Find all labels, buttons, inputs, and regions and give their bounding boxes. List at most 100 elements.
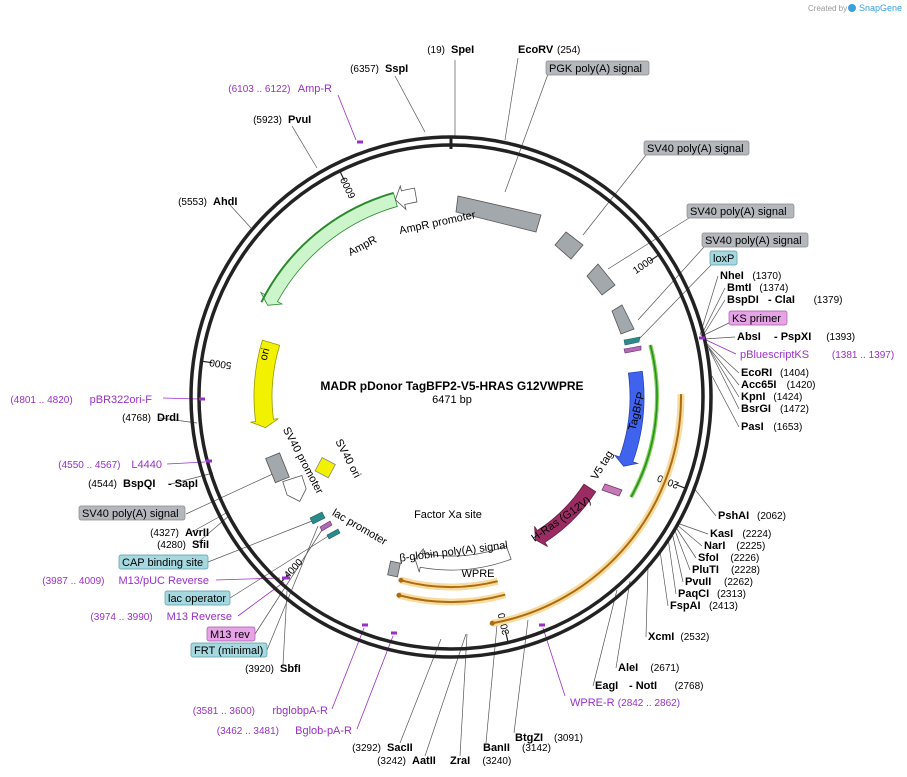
site-pspxi[interactable]: - PspXI(1393) [774,331,855,343]
site-position: (2413) [709,601,738,612]
primer-wpre-r[interactable]: WPRE-R(2842 .. 2862) [570,697,680,709]
primer-rbglobpa-r[interactable]: rbglobpA-R(3581 .. 3600) [193,705,328,717]
site-sfoi[interactable]: SfoI(2226) [698,552,759,564]
site-pshai[interactable]: PshAI(2062) [718,510,786,522]
site-name: PvuII [685,576,711,588]
site-position: (1472) [780,404,809,415]
sv40-polya-block-2 [586,263,616,296]
boxed-label-pgk-poly-a-signal[interactable]: PGK poly(A) signal [545,60,650,76]
site-name: - SapI [168,478,198,490]
site-banii[interactable]: BanII(3142) [483,742,551,754]
feature-tagbfp-arrow [613,370,645,467]
site-leader [700,287,726,337]
site-name: EcoRV [518,44,554,56]
boxed-label-cap-binding-site[interactable]: CAP binding site [118,554,209,570]
site-sacii[interactable]: SacII(3292) [352,742,413,754]
boxed-label-sv40-poly-a-signal[interactable]: SV40 poly(A) signal [78,505,186,521]
site-acc65i[interactable]: Acc65I(1420) [741,379,816,391]
site-spei[interactable]: SpeI(19) [427,44,474,56]
site-name: PluTI [692,564,719,576]
primer-labels: Amp-R(6103 .. 6122) pBR322ori-F(4801 .. 4… [10,83,894,737]
site-sbfi[interactable]: SbfI(3920) [245,663,301,675]
site-position: (3292) [352,743,381,754]
primer-l4440[interactable]: L4440(4550 .. 4567) [58,459,162,471]
site-bspdi[interactable]: BspDI [727,294,759,306]
site-kasi[interactable]: KasI(2224) [710,528,771,540]
site-bspqi[interactable]: BspQI(4544) [88,478,155,490]
site-absi[interactable]: AbsI [737,331,761,343]
site-bmti[interactable]: BmtI(1374) [727,282,788,294]
primer-leader [215,577,281,581]
boxed-label-lac-operator[interactable]: lac operator [164,590,231,606]
site-ecorv[interactable]: EcoRV(254) [518,44,580,56]
site-pvui[interactable]: PvuI(5923) [253,114,311,126]
primer-amp-r[interactable]: Amp-R(6103 .. 6122) [228,83,332,95]
boxed-label-bg [686,203,795,219]
site-ecori[interactable]: EcoRI(1404) [741,367,809,379]
boxed-label-bg [190,642,268,658]
boxed-label-sv40-poly-a-signal[interactable]: SV40 poly(A) signal [686,203,795,219]
boxed-label-ks-primer[interactable]: KS primer [728,310,788,326]
site-zrai[interactable]: ZraI(3240) [450,755,511,767]
orange-arrow-head [398,577,404,583]
primer-mark [206,459,212,463]
site-name: - ClaI [768,294,795,306]
primer-range: (3462 .. 3481) [217,726,279,737]
site-eagi[interactable]: EagI [595,680,618,692]
site-leader [671,531,684,583]
site-nari[interactable]: NarI(2225) [704,540,765,552]
site-clai[interactable]: - ClaI(1379) [768,294,843,306]
site-avrii[interactable]: AvrII (4327) [150,527,209,539]
site-sfii[interactable]: SfiI(4280) [157,539,209,551]
grey-feature-blocks [265,195,642,578]
primer-leader [356,635,394,730]
boxed-label-m13-rev[interactable]: M13 rev [206,626,256,642]
site-bsrgi[interactable]: BsrGI(1472) [741,403,809,415]
site-pvuii[interactable]: PvuII(2262) [685,576,753,588]
site-fspai[interactable]: FspAI(2413) [670,600,738,612]
boxed-label-sv40-poly-a-signal[interactable]: SV40 poly(A) signal [643,140,750,156]
site-leader [706,344,740,398]
site-ahdi[interactable]: AhdI(5553) [178,196,237,208]
ks-primer-mark [623,345,642,354]
site-nhei[interactable]: NheI(1370) [720,270,781,282]
site-position: (3242) [377,756,406,767]
primer-pbr322ori-f[interactable]: pBR322ori-F(4801 .. 4820) [10,394,152,406]
site-name: AhdI [213,196,237,208]
boxed-label-bg [709,250,738,266]
site-position: (4327) [150,528,179,539]
site-position: (2313) [717,589,746,600]
site-pasi[interactable]: PasI(1653) [741,421,802,433]
primer-pbluescriptks[interactable]: pBluescriptKS(1381 .. 1397) [740,349,894,361]
site-pluti[interactable]: PluTI(2228) [692,564,760,576]
boxed-label-frt-minimal[interactable]: FRT (minimal) [190,642,268,658]
boxed-label-text: FRT (minimal) [194,645,263,657]
boxed-label-sv40-poly-a-signal[interactable]: SV40 poly(A) signal [701,232,809,248]
primer-mark [357,140,363,144]
site-position: (1420) [787,380,816,391]
site-aatii[interactable]: AatII(3242) [377,755,436,767]
site-leader [711,375,740,428]
primer-m13-reverse[interactable]: M13 Reverse(3974 .. 3990) [90,611,232,623]
site-drdi[interactable]: DrdI(4768) [122,412,179,424]
site-xcmi[interactable]: XcmI(2532) [648,631,709,643]
site-position: (1424) [773,392,802,403]
boxed-label-loxp[interactable]: loxP [709,250,738,266]
site-name: ZraI [450,755,470,767]
lac-operator-mark [326,528,341,540]
sv40-ori-block [314,456,336,479]
site-btgzi[interactable]: BtgZI(3091) [515,732,583,744]
site-sspi[interactable]: SspI(6357) [350,63,408,75]
primer-m13-puc-reverse[interactable]: M13/pUC Reverse(3987 .. 4009) [42,575,209,587]
site-sapi[interactable]: - SapI [168,478,198,490]
boxed-label-text: SV40 poly(A) signal [647,143,744,155]
site-alei[interactable]: AleI(2671) [618,662,679,674]
site-name: AvrII [185,527,209,539]
site-leader [708,348,740,410]
site-kpni[interactable]: KpnI(1424) [741,391,802,403]
primer-bglob-pa-r[interactable]: Bglob-pA-R(3462 .. 3481) [217,725,352,737]
site-noti[interactable]: - NotI(2768) [629,680,704,692]
site-paqci[interactable]: PaqCI(2313) [678,588,746,600]
boxed-label-leader [637,246,705,321]
site-leader [424,633,467,757]
